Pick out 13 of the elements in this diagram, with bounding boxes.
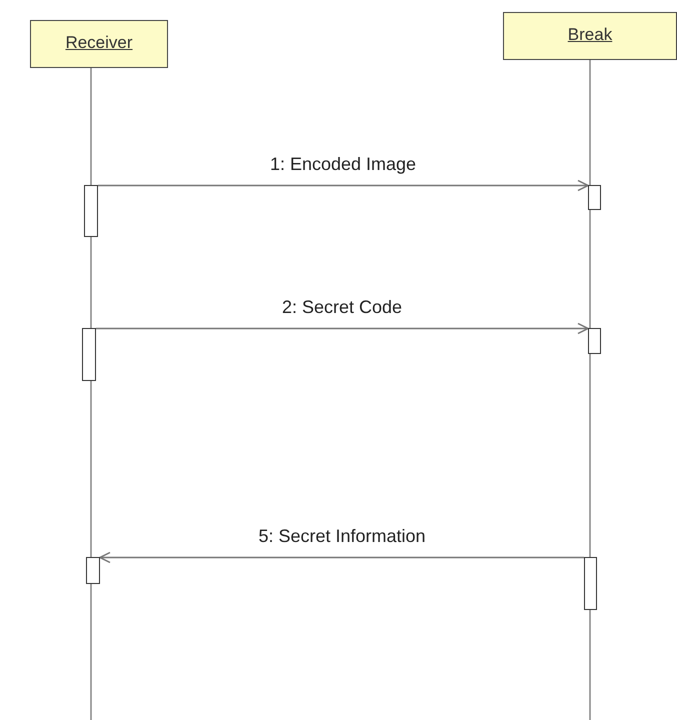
activation-bar (82, 328, 96, 381)
participant-box (30, 20, 168, 68)
message-arrow (96, 322, 589, 334)
participant-name: Break (568, 25, 612, 45)
activation-bar (584, 557, 597, 610)
participant-name: Receiver (65, 33, 133, 53)
participant-box (503, 12, 677, 60)
message-arrow (98, 180, 589, 192)
activation-bar (588, 185, 601, 210)
activation-bar (84, 185, 98, 237)
activation-bar (588, 328, 601, 354)
activation-bar (86, 557, 100, 584)
message-arrow (99, 552, 584, 564)
